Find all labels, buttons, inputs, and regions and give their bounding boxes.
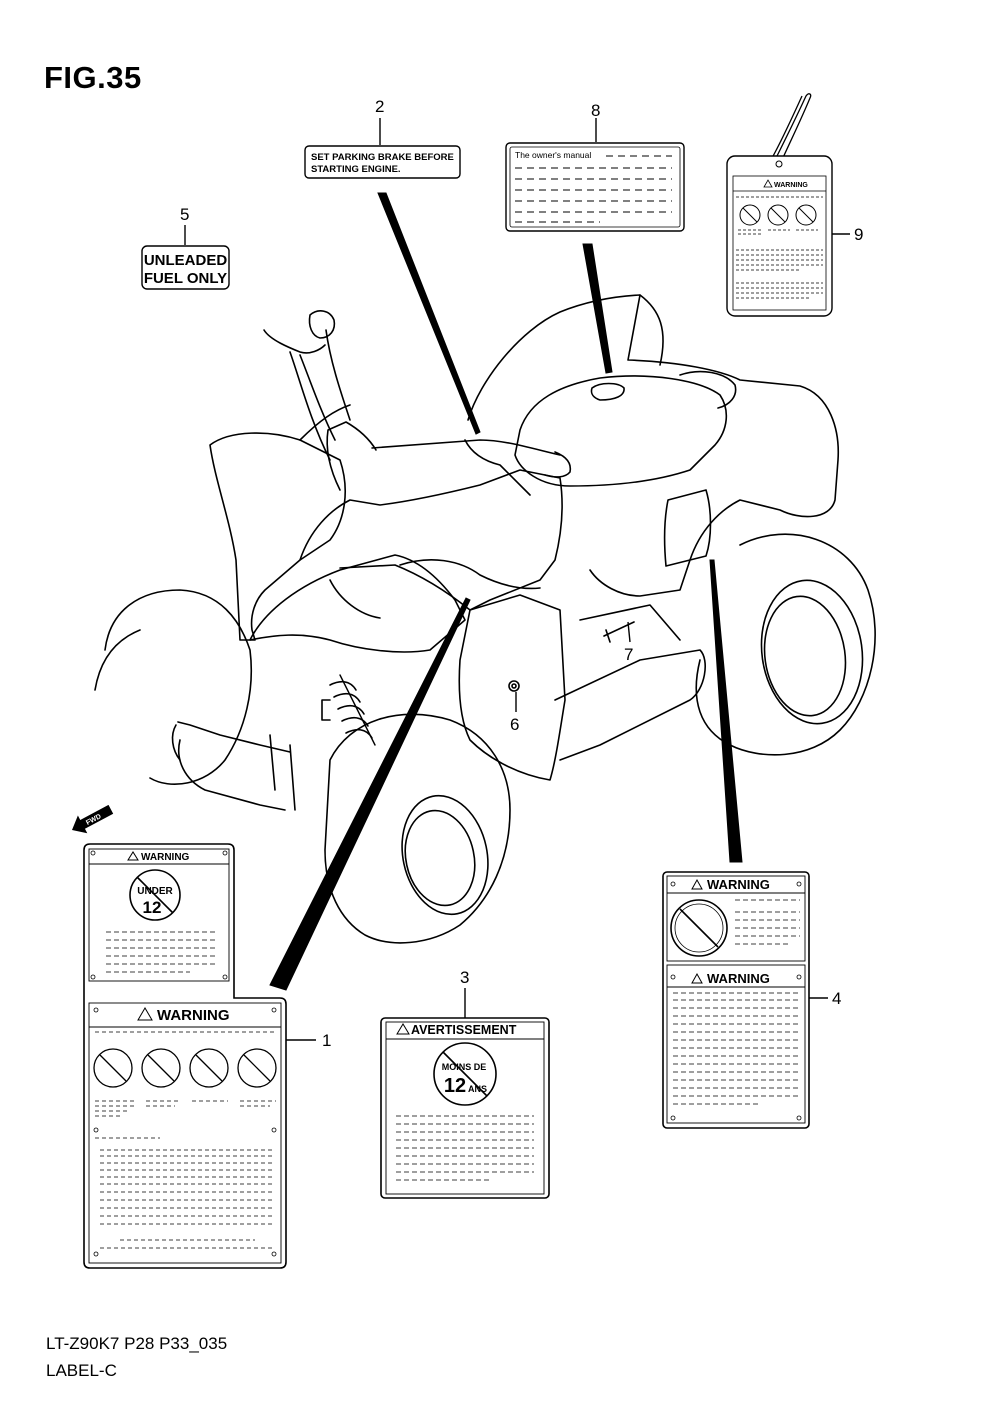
callout-7: 7 xyxy=(624,645,633,664)
footer-model-code: LT-Z90K7 P28 P33_035 xyxy=(46,1334,228,1353)
label3-age-num: 12 xyxy=(444,1075,466,1097)
label4-top-warning: WARNING xyxy=(707,877,770,892)
unleaded-line2: FUEL ONLY xyxy=(144,270,227,287)
callout-numbers: 1 2 3 4 5 6 7 8 9 xyxy=(180,97,863,1050)
callout-8: 8 xyxy=(591,101,600,120)
atv-outline xyxy=(94,294,876,944)
unleaded-line1: UNLEADED xyxy=(144,252,228,269)
callout-4: 4 xyxy=(832,989,841,1008)
callout-5: 5 xyxy=(180,205,189,224)
leader-lines xyxy=(184,118,850,1041)
fwd-arrow: FWD xyxy=(72,804,114,834)
parking-brake-line2: STARTING ENGINE. xyxy=(311,164,401,175)
label-unleaded-fuel: UNLEADED FUEL ONLY xyxy=(141,245,230,290)
label3-heading: AVERTISSEMENT xyxy=(411,1023,517,1037)
footer-section-name: LABEL-C xyxy=(46,1361,117,1380)
label-avertissement: AVERTISSEMENT MOINS DE 12 ANS xyxy=(380,1017,550,1199)
fwd-arrow-text: FWD xyxy=(85,813,102,827)
label3-age-suffix: ANS xyxy=(468,1084,487,1094)
label-warning-4: WARNING WARNING xyxy=(662,871,810,1129)
label-owners-manual: The owner's manual xyxy=(505,142,685,232)
callout-9: 9 xyxy=(854,225,863,244)
label1-top-warning: WARNING xyxy=(141,852,190,863)
figure-title: FIG.35 xyxy=(44,60,142,95)
parking-brake-line1: SET PARKING BRAKE BEFORE xyxy=(311,152,454,163)
label-parking-brake: SET PARKING BRAKE BEFORE STARTING ENGINE… xyxy=(304,145,461,179)
hang-tag-warning: WARNING xyxy=(774,182,808,189)
label1-bottom-warning: WARNING xyxy=(157,1007,230,1024)
callout-2: 2 xyxy=(375,97,384,116)
owners-manual-heading: The owner's manual xyxy=(515,150,591,160)
label1-age-top: UNDER xyxy=(137,886,173,897)
label-warning-1: WARNING UNDER 12 WARNING xyxy=(83,843,287,1269)
label4-bottom-warning: WARNING xyxy=(707,971,770,986)
label-hang-tag: WARNING xyxy=(726,93,833,317)
callout-6: 6 xyxy=(510,715,519,734)
callout-1: 1 xyxy=(322,1031,331,1050)
label1-age-num: 12 xyxy=(143,898,162,917)
label3-age-top: MOINS DE xyxy=(442,1062,487,1072)
callout-3: 3 xyxy=(460,968,469,987)
